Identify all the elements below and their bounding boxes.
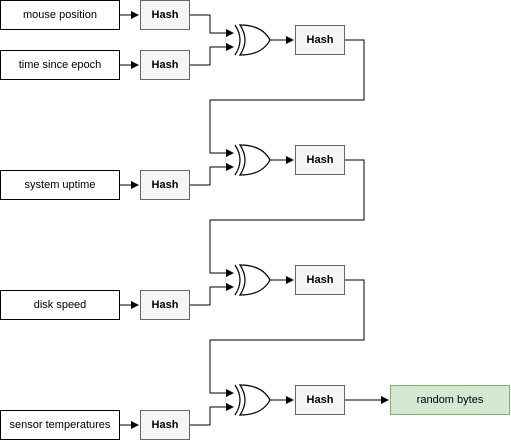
xor-gate-2 — [234, 144, 271, 176]
hash-box-chain-3: Hash — [295, 265, 345, 295]
xor-gate-4 — [234, 384, 271, 416]
hash-box-chain-4: Hash — [295, 385, 345, 415]
source-label: disk speed — [33, 299, 87, 311]
arrow-hash-4-to-xor-3 — [190, 283, 234, 306]
arrow-hash-3-to-xor-2 — [190, 163, 234, 186]
hash-label: Hash — [151, 419, 179, 431]
output-random-bytes: random bytes — [390, 385, 510, 415]
hash-box-source-5: Hash — [140, 410, 190, 440]
source-label: sensor temperatures — [9, 419, 111, 431]
hash-box-source-2: Hash — [140, 50, 190, 80]
source-sensor-temperatures: sensor temperatures — [0, 410, 120, 440]
arrow-hash-1-to-xor-1 — [190, 14, 234, 37]
xor-gate-1 — [234, 24, 271, 56]
source-label: mouse position — [23, 9, 97, 21]
hash-box-source-1: Hash — [140, 0, 190, 30]
arrow-hash-a-to-xor-2 — [209, 39, 365, 157]
source-system-uptime: system uptime — [0, 170, 120, 200]
hash-label: Hash — [151, 179, 179, 191]
source-mouse-position: mouse position — [0, 0, 120, 30]
hash-box-source-4: Hash — [140, 290, 190, 320]
hash-label: Hash — [306, 154, 334, 166]
arrow-hash-5-to-xor-4 — [190, 403, 234, 426]
xor-gate-3 — [234, 264, 271, 296]
output-label: random bytes — [416, 394, 484, 406]
hash-label: Hash — [151, 59, 179, 71]
hash-label: Hash — [306, 34, 334, 46]
hash-label: Hash — [151, 299, 179, 311]
hash-label: Hash — [306, 274, 334, 286]
arrow-hash-2-to-xor-1 — [190, 43, 234, 66]
arrow-hash-c-to-xor-4 — [209, 279, 365, 397]
hash-box-chain-2: Hash — [295, 145, 345, 175]
arrow-hash-b-to-xor-3 — [209, 159, 365, 277]
hash-box-source-3: Hash — [140, 170, 190, 200]
source-disk-speed: disk speed — [0, 290, 120, 320]
hash-box-chain-1: Hash — [295, 25, 345, 55]
source-label: time since epoch — [18, 59, 102, 71]
hash-label: Hash — [306, 394, 334, 406]
source-time-since-epoch: time since epoch — [0, 50, 120, 80]
source-label: system uptime — [24, 179, 96, 191]
hash-label: Hash — [151, 9, 179, 21]
